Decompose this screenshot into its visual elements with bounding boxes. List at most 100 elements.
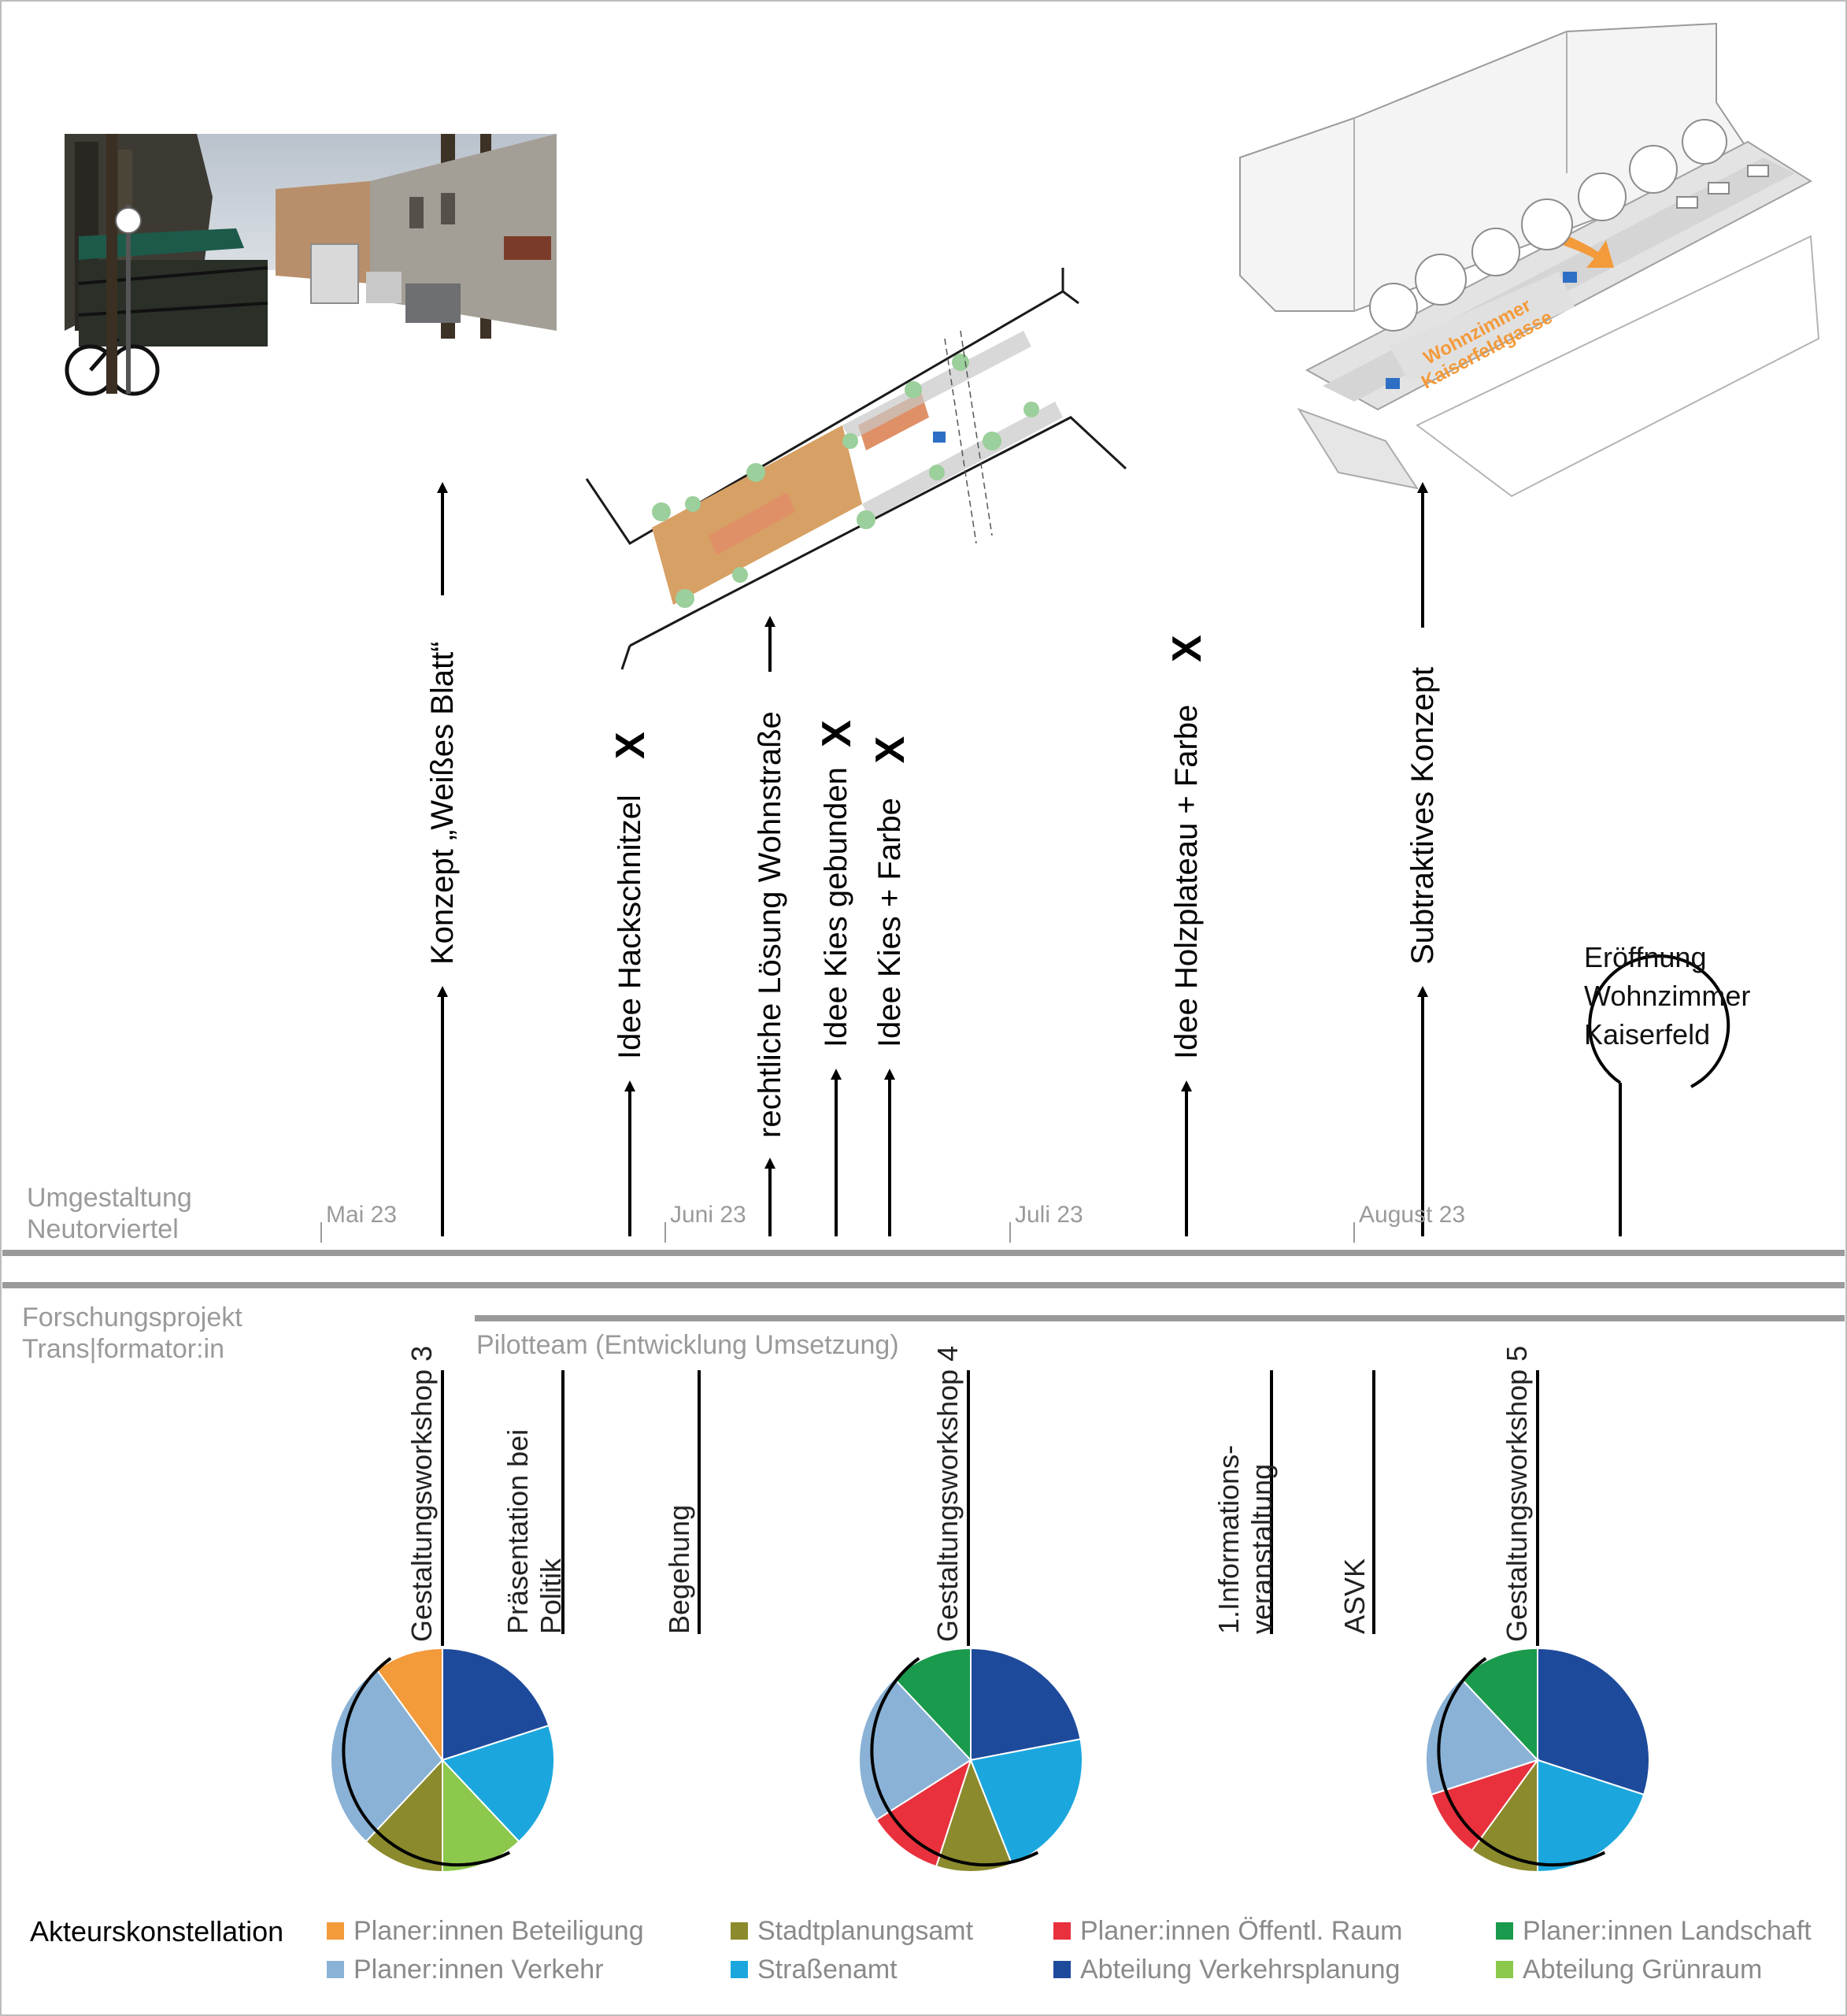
legend-swatch — [327, 1961, 344, 1978]
pie-slice-strassenamt — [441, 1724, 555, 1843]
legend-label: Planer:innen Öffentl. Raum — [1080, 1916, 1403, 1946]
event-4: Idee Kies gebunden X — [814, 720, 860, 1236]
pie-slice-oeffentl — [875, 1758, 972, 1868]
event-6: Idee Holzplateau + Farbe X — [1164, 635, 1210, 1236]
legend-item-oeffentl: Planer:innen Öffentl. Raum — [1053, 1916, 1403, 1946]
pie-slice-gruenraum — [442, 1758, 520, 1873]
legend-label: Planer:innen Landschaft — [1523, 1916, 1812, 1946]
events: Konzept „Weißes Blatt“ Idee Hackschnitzel… — [425, 482, 1440, 1236]
pilotteam-label: Pilotteam (Entwicklung Umsetzung) — [476, 1330, 899, 1360]
track1-line — [2, 1250, 1845, 1256]
milestone-label-line1: Gestaltungsworkshop 3 — [405, 1346, 438, 1642]
month-label: August 23 — [1359, 1202, 1465, 1228]
legend-label: Stadtplanungsamt — [757, 1916, 974, 1946]
legend-label: Straßenamt — [757, 1955, 898, 1984]
legend-swatch — [1053, 1961, 1071, 1978]
track2-label-line1: Forschungsprojekt — [22, 1303, 242, 1332]
legend-item-landschaft: Planer:innen Landschaft — [1496, 1916, 1812, 1946]
legend-item-verkehr: Planer:innen Verkehr — [327, 1955, 604, 1984]
opening-label-line3: Kaiserfeld — [1584, 1018, 1710, 1051]
milestone-label-line1: Begehung — [663, 1505, 695, 1634]
street-photo — [65, 134, 557, 439]
event-label: Idee Holzplateau + Farbe — [1169, 705, 1204, 1059]
event-label: Idee Kies gebunden — [819, 767, 853, 1047]
event-label: Idee Kies + Farbe — [872, 798, 907, 1047]
pie-slice-verkehrsplanung — [970, 1647, 1082, 1762]
event-5: Idee Kies + Farbe X — [868, 736, 913, 1236]
axonometric-view: Wohnzimmer Kaiserfeldgasse — [1239, 22, 1820, 498]
milestone-label-line2: Politik — [535, 1558, 567, 1634]
legend-item-gruenraum: Abteilung Grünraum — [1496, 1955, 1762, 1984]
pie-slice-landschaft — [893, 1647, 972, 1762]
legend-label: Planer:innen Beteiligung — [353, 1916, 644, 1946]
milestone-label-line1: ASVK — [1338, 1558, 1371, 1634]
legend-label: Abteilung Grünraum — [1523, 1955, 1762, 1984]
milestone-label-line1: Gestaltungsworkshop 4 — [931, 1346, 964, 1642]
milestone-6: ASVK — [1338, 1370, 1375, 1634]
track2-line — [2, 1282, 1845, 1288]
legend-item-strassenamt: Straßenamt — [731, 1955, 898, 1984]
site-plan — [579, 268, 1138, 677]
pie-slice-stadtplanung — [935, 1758, 1013, 1873]
legend-swatch — [1053, 1922, 1071, 1940]
legend-item-beteiligung: Planer:innen Beteiligung — [327, 1916, 644, 1946]
legend-label: Planer:innen Verkehr — [353, 1955, 604, 1984]
milestone-label-line2: veranstaltung — [1246, 1464, 1278, 1634]
pie-charts — [330, 1647, 1650, 1873]
legend-swatch — [731, 1961, 748, 1978]
pie-workshop-5 — [1425, 1647, 1650, 1873]
month-label: Juni 23 — [670, 1202, 746, 1228]
milestone-label-line1: Präsentation bei — [502, 1429, 534, 1634]
legend-item-verkehrsplanung: Abteilung Verkehrsplanung — [1053, 1955, 1400, 1984]
track2-label-line2: Trans|formator:in — [22, 1334, 224, 1364]
legend-swatch — [1496, 1922, 1513, 1940]
pie-slice-verkehrsplanung — [1537, 1647, 1650, 1796]
legend-swatch — [1496, 1961, 1513, 1978]
legend-item-stadtplanung: Stadtplanungsamt — [731, 1916, 974, 1946]
event-2: Idee Hackschnitzel X — [608, 732, 653, 1236]
event-label: Idee Hackschnitzel — [613, 795, 647, 1059]
rejected-x-mark: X — [868, 736, 913, 764]
pie-slice-landschaft — [1460, 1647, 1538, 1762]
month-label: Juli 23 — [1015, 1202, 1083, 1228]
legend-swatch — [731, 1922, 748, 1940]
opening-marker: Eröffnung Wohnzimmer Kaiserfeld — [1584, 941, 1750, 1236]
event-3: rechtliche Lösung Wohnstraße — [753, 616, 787, 1236]
milestone-1: Gestaltungsworkshop 3 — [405, 1346, 444, 1646]
month-label: Mai 23 — [326, 1202, 397, 1228]
event-label: rechtliche Lösung Wohnstraße — [753, 711, 787, 1138]
milestone-7: Gestaltungsworkshop 5 — [1501, 1346, 1539, 1646]
pie-outline — [342, 1657, 511, 1867]
milestone-4: Gestaltungsworkshop 4 — [931, 1346, 970, 1646]
month-ticks: Mai 23 Juni 23 Juli 23 August 23 — [320, 1202, 1465, 1243]
pie-slice-verkehrsplanung — [442, 1647, 550, 1762]
pie-slice-oeffentl — [1430, 1758, 1540, 1852]
pie-slice-strassenamt — [1537, 1758, 1645, 1873]
pie-workshop-3 — [330, 1647, 555, 1873]
legend: Akteurskonstellation Planer:innen Beteil… — [30, 1915, 1812, 1984]
pie-outline — [870, 1657, 1039, 1867]
opening-label-line2: Wohnzimmer — [1584, 980, 1750, 1012]
legend-swatch — [327, 1922, 344, 1940]
milestone-label-line1: 1.Informations- — [1212, 1445, 1245, 1634]
pie-outline — [1437, 1657, 1606, 1867]
track1-label-line1: Umgestaltung — [27, 1183, 192, 1213]
legend-title: Akteurskonstellation — [30, 1915, 283, 1947]
milestone-label-line1: Gestaltungsworkshop 5 — [1501, 1346, 1533, 1642]
rejected-x-mark: X — [814, 720, 860, 747]
milestone-5: 1.Informations-veranstaltung — [1212, 1370, 1278, 1634]
milestone-3: Begehung — [663, 1370, 701, 1634]
rejected-x-mark: X — [608, 732, 653, 759]
pie-slice-verkehr — [1425, 1677, 1539, 1796]
event-label: Subtraktives Konzept — [1405, 667, 1440, 965]
opening-label-line1: Eröffnung — [1584, 941, 1706, 973]
pilotteam-line — [475, 1315, 1845, 1321]
event-1: Konzept „Weißes Blatt“ — [425, 482, 460, 1236]
pie-slice-stadtplanung — [365, 1758, 443, 1873]
rejected-x-mark: X — [1164, 635, 1210, 662]
